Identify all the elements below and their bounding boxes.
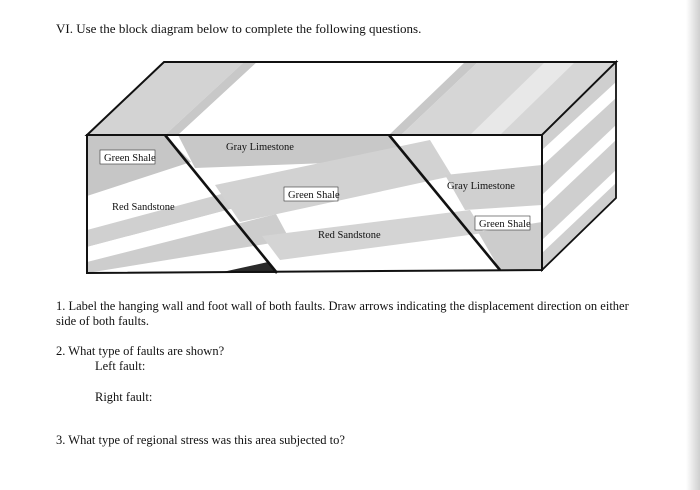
right-block-green-shale [478, 222, 542, 270]
left-block-band-a [87, 185, 265, 247]
label-box-green-shale-mid [283, 186, 339, 202]
right-band-2 [542, 125, 616, 210]
label-gray-limestone-right: Gray Limestone [447, 181, 515, 192]
left-fault-line [163, 134, 279, 274]
label-green-shale-mid: Green Shale [288, 190, 340, 201]
front-face-outline [86, 134, 543, 275]
left-block-dark-wedge [218, 262, 277, 273]
question-2-left-fault: Left fault: [95, 359, 146, 373]
right-band-3 [542, 170, 616, 253]
label-red-sandstone-left: Red Sandstone [112, 202, 175, 213]
label-green-shale-left: Green Shale [104, 153, 156, 164]
label-red-sandstone-mid: Red Sandstone [318, 230, 381, 241]
mid-block-gray [215, 140, 452, 222]
top-strip-middle [178, 62, 465, 135]
question-1: 1. Label the hanging wall and foot wall … [56, 299, 629, 328]
top-strip-left-fault [165, 62, 257, 135]
block-right-face [541, 59, 617, 273]
page-edge-shadow [686, 0, 700, 490]
label-gray-limestone-top: Gray Limestone [226, 142, 294, 153]
question-3: 3. What type of regional stress was this… [56, 433, 345, 447]
question-2-right-fault: Right fault: [95, 390, 153, 404]
block-front-face [86, 134, 543, 275]
mid-block-band-low [262, 210, 484, 260]
right-fault-line [387, 134, 502, 271]
label-box-green-shale-right [474, 215, 531, 231]
block-top-face [84, 61, 619, 136]
label-green-shale-right: Green Shale [479, 219, 531, 230]
top-strip-left [87, 62, 244, 135]
top-strip-right-fault [389, 62, 478, 135]
section-heading: VI. Use the block diagram below to compl… [56, 21, 422, 36]
label-box-green-shale-left [99, 149, 156, 165]
left-block-band-c [87, 214, 290, 273]
top-band-light [470, 62, 575, 135]
right-block-gray-limestone [445, 165, 542, 210]
right-band-1 [542, 82, 616, 166]
question-2: 2. What type of faults are shown? [56, 344, 225, 358]
